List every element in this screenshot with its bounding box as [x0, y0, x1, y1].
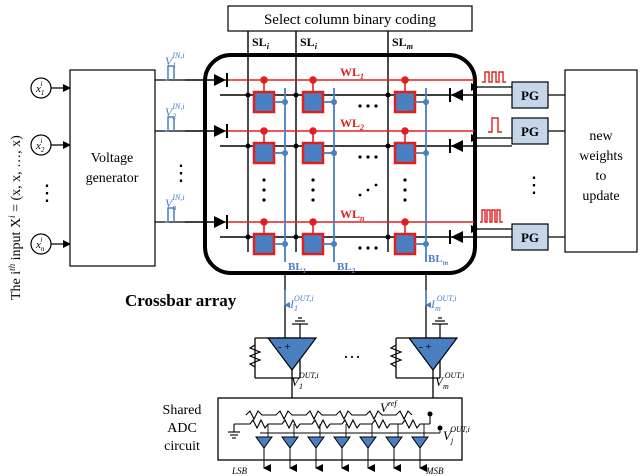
feedback-resistor-m [389, 344, 403, 368]
weights-box [564, 69, 638, 253]
output-vm: VmOUT,i [435, 371, 464, 391]
voltage-v1: V1IN,i [165, 51, 185, 70]
pg-box-1: PG [511, 81, 549, 109]
input-vertical-label: The ith input Xi = (x, x, …, x) [7, 135, 24, 300]
select-column-label: Select column binary coding [264, 12, 437, 28]
vj-node [437, 425, 443, 431]
grid-ellipsis [262, 104, 407, 250]
wl-label-2: WL2 [340, 116, 364, 132]
input-xn: xni [30, 233, 71, 255]
tia-opamp-m-signs: - + [419, 341, 432, 353]
bl-label-2: BL2 [337, 261, 356, 275]
voltage-generator-line1: Voltage [91, 151, 134, 166]
input-lines [185, 79, 474, 238]
adc-output-arrows [263, 448, 427, 472]
output-v1: V1OUT,i [291, 371, 319, 391]
voltage-v2: V2IN,i [165, 102, 185, 121]
adc-box [217, 397, 463, 461]
junction-dots [245, 92, 391, 240]
tia-opamp-m [407, 337, 459, 371]
voltage-vn: VnIN,i [165, 193, 185, 212]
weights-line1: new [589, 129, 613, 144]
svg-text:PG: PG [521, 230, 539, 245]
adc-label-2: ADC [167, 421, 197, 436]
sl-label-2: SLi [300, 35, 318, 51]
adc-lsb: LSB [231, 466, 248, 476]
adc-vj: VjOUT,i [443, 425, 470, 445]
svg-text:PG: PG [521, 124, 539, 139]
bl-label-1: BL1 [288, 261, 306, 275]
adc-label-3: circuit [164, 439, 200, 454]
adc-resistor-ladder [228, 410, 431, 439]
vref-node [427, 411, 433, 417]
pg-arrows [471, 83, 512, 233]
pg-lines [474, 94, 565, 238]
input-voltage-lines [155, 79, 185, 223]
voltage-generator-box [69, 69, 156, 267]
input-dots: ⋮ [36, 180, 58, 205]
svg-text:x2i: x2i [35, 137, 45, 154]
output-wires [254, 273, 441, 379]
wl-label-1: WL1 [340, 65, 364, 81]
select-column-box [227, 5, 473, 32]
current-i1: I1OUT,i [289, 294, 314, 313]
adc-comparator-wires [260, 424, 441, 437]
adc-msb: MSB [425, 466, 444, 476]
feedback-resistor-1 [248, 344, 262, 368]
adc-comparators [255, 436, 429, 449]
weights-line2: weights [579, 149, 623, 164]
weights-line4: update [582, 189, 619, 204]
bit-line-dots [282, 99, 429, 247]
diode-icons [214, 73, 463, 244]
sl-label-1: SLi [252, 35, 270, 51]
svg-text:PG: PG [521, 88, 539, 103]
svg-text:xni: xni [35, 236, 45, 253]
sl-label-m: SLm [392, 35, 413, 51]
bl-label-m: BLm [428, 253, 449, 267]
pg-box-2: PG [511, 117, 549, 145]
tia-opamp-1-signs: - + [278, 341, 291, 353]
current-im: ImOUT,i [430, 294, 456, 313]
wl-label-n: WLn [340, 207, 365, 223]
pg-box-n: PG [511, 223, 549, 251]
pg-dots: ⋮ [523, 172, 545, 197]
adc-label-1: Shared [163, 403, 202, 418]
input-x1: x1i [30, 77, 71, 99]
gate-stubs [260, 76, 409, 234]
pulse-icons [165, 65, 175, 223]
voltage-dots: ⋮ [170, 160, 192, 185]
adc-vref: Vref [380, 399, 398, 415]
weights-line3: to [596, 169, 607, 184]
crossbar-frame [203, 53, 477, 275]
voltage-generator-line2: generator [86, 171, 139, 186]
pg-pulse-icons [480, 71, 506, 223]
crossbar-label: Crossbar array [125, 291, 237, 310]
tia-opamp-1 [266, 337, 318, 371]
output-dots: … [343, 342, 361, 362]
svg-text:x1i: x1i [35, 80, 44, 97]
input-x2: x2i [30, 134, 71, 156]
ground-icons [292, 317, 448, 338]
